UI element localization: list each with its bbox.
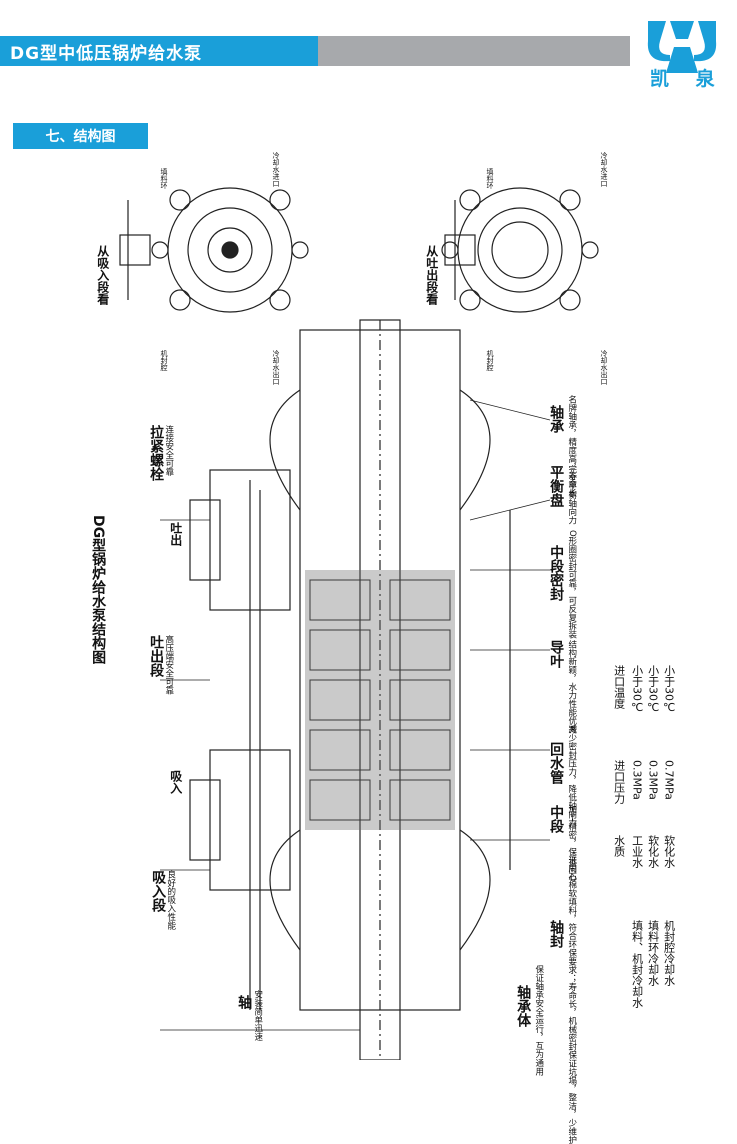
part-middle-seal-desc: O形圈密封可靠，可反复拆装 xyxy=(566,530,577,639)
cooling-note-b: 冷却水进口 xyxy=(600,152,609,187)
part-middle-seal: 中段密封 xyxy=(548,545,565,601)
part-tie-bolt-desc: 连接安全可靠 xyxy=(163,425,174,476)
kaiquan-logo xyxy=(647,21,717,73)
water-row-1-quality: 工业水 xyxy=(630,835,644,868)
part-balance-disc: 平衡盘 xyxy=(548,465,565,507)
water-row-2-temp: 小于30℃ xyxy=(646,665,660,714)
part-bearing-desc: 名牌轴承，精度高，寿命长 xyxy=(566,395,577,497)
part-bearing-housing: 轴承体 xyxy=(515,985,532,1027)
suction-view-label: 从吸入段看 xyxy=(95,245,110,305)
inlet-arrow-label: 吸入 xyxy=(168,770,183,794)
water-row-3-quality: 软化水 xyxy=(662,835,676,868)
logo-text: 凯 泉 xyxy=(650,68,725,90)
header-grey-bar xyxy=(318,36,630,66)
figure-title: DG型锅炉给水泵结构图 xyxy=(90,515,107,665)
part-bearing-housing-desc: 保证轴承安全运行，互为通用 xyxy=(533,965,544,1076)
seal-note-a: 机封腔 xyxy=(160,350,169,371)
packing-note-a: 填料环 xyxy=(160,168,169,189)
discharge-view-label: 从吐出段看 xyxy=(424,245,439,305)
part-discharge-section: 吐出段 xyxy=(148,635,165,677)
part-shaft: 轴 xyxy=(236,995,253,1009)
part-suction-section-desc: 良好的吸入性能 xyxy=(165,870,176,930)
part-discharge-section-desc: 高压端安全可靠 xyxy=(163,635,174,695)
part-guide-vane-desc: 结构新颖，水力性能优秀 xyxy=(566,640,577,734)
outlet-arrow-label: 吐出 xyxy=(168,522,183,546)
part-return-pipe-desc: 减少密封压力，降低轴向力 xyxy=(566,725,577,827)
part-tie-bolt: 拉紧螺栓 xyxy=(148,425,165,481)
part-balance-disc-desc: 完全平衡轴向力 xyxy=(566,465,577,525)
cooling-out-a: 冷却水出口 xyxy=(272,350,281,385)
water-row-1-pressure: 0.3MPa xyxy=(630,760,644,800)
cooling-line-1: 填料、机封冷却水 xyxy=(630,920,644,1008)
part-return-pipe: 回水管 xyxy=(548,742,565,784)
part-suction-section: 吸入段 xyxy=(150,870,167,912)
pump-cross-section-drawing xyxy=(119,187,599,1060)
water-row-3-pressure: 0.7MPa xyxy=(662,760,676,800)
water-row-2-quality: 软化水 xyxy=(646,835,660,868)
packing-note-b: 填料环 xyxy=(486,168,495,189)
cooling-line-3: 机封腔冷却水 xyxy=(662,920,676,986)
cooling-out-b: 冷却水出口 xyxy=(600,350,609,385)
water-row-3-temp: 小于30℃ xyxy=(662,665,676,714)
part-shaft-seal: 轴封 xyxy=(548,920,565,948)
water-header-temp: 进口温度 xyxy=(612,665,626,709)
part-shaft-seal-desc: 采用石棉软填料，符合环保要求；寿命长，机械密封保证坑塌，整洁，少维护 xyxy=(566,855,577,1144)
part-middle-section-desc: 加工精密，保证同心 xyxy=(566,805,577,882)
seal-note-b: 机封腔 xyxy=(486,350,495,371)
part-bearing: 轴承 xyxy=(548,405,565,433)
part-middle-section: 中段 xyxy=(548,805,565,833)
water-row-1-temp: 小于30℃ xyxy=(630,665,644,714)
water-header-quality: 水质 xyxy=(612,835,626,857)
cooling-line-2: 填料环冷却水 xyxy=(646,920,660,986)
part-guide-vane: 导叶 xyxy=(548,640,565,668)
page-title: DG型中低压锅炉给水泵 xyxy=(10,43,203,64)
water-row-2-pressure: 0.3MPa xyxy=(646,760,660,800)
header-title-bar: DG型中低压锅炉给水泵 xyxy=(0,36,318,66)
water-header-pressure: 进口压力 xyxy=(612,760,626,804)
section-title: 七、结构图 xyxy=(45,129,116,145)
part-shaft-desc: 安装简单迅速 xyxy=(252,990,263,1041)
section-title-bar: 七、结构图 xyxy=(13,123,148,149)
cooling-note-a: 冷却水进口 xyxy=(272,152,281,187)
